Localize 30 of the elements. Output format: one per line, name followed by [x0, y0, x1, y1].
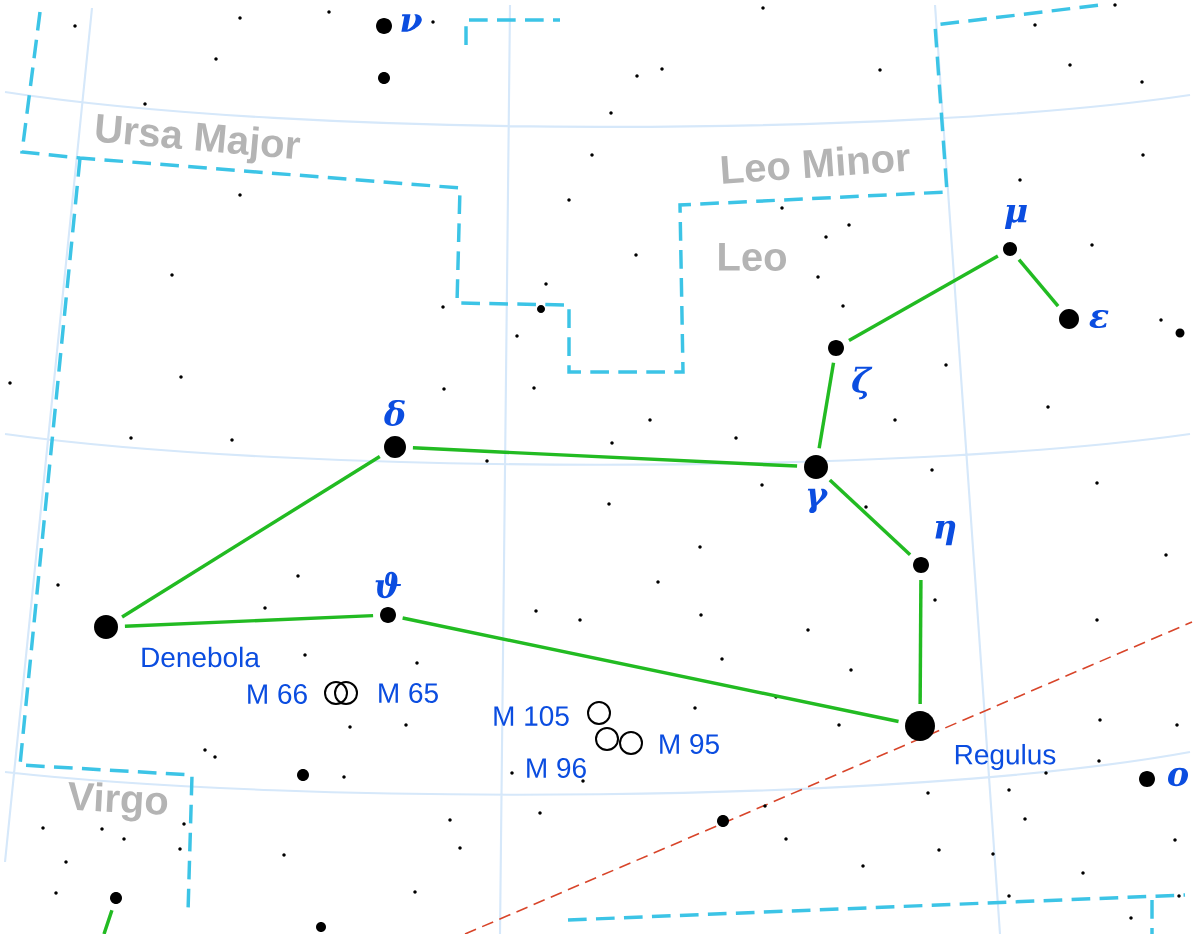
- star-letter: ν: [401, 14, 422, 32]
- constellation-name: Virgo: [68, 782, 168, 822]
- object-label: M 66: [248, 684, 307, 704]
- constellation-line: [918, 579, 923, 705]
- constellation-line: [412, 446, 798, 468]
- star-letter: η: [935, 520, 956, 546]
- constellation-name: Leo: [719, 243, 786, 271]
- object-label: M 95: [660, 734, 719, 754]
- constellation-line: [817, 362, 836, 449]
- object-label: M 105: [494, 706, 569, 726]
- constellation-line: [121, 455, 381, 619]
- star-letter: ο: [1168, 767, 1189, 787]
- constellation-line: [402, 616, 899, 724]
- star-name: Regulus: [955, 743, 1056, 771]
- constellation-name: Ursa Major: [96, 114, 301, 164]
- star-name: Denebola: [142, 646, 260, 668]
- object-label: M 96: [527, 758, 586, 778]
- star-letter: ε: [1089, 310, 1109, 328]
- constellation-line: [102, 909, 114, 934]
- star-letter: ζ: [852, 366, 873, 400]
- constellation-line: [1017, 258, 1060, 308]
- star-letter: μ: [1004, 204, 1027, 230]
- constellation-name: Leo Minor: [721, 146, 910, 184]
- star-letter: γ: [807, 488, 828, 514]
- constellation-line: [124, 613, 374, 628]
- constellation-line: [848, 254, 999, 343]
- star-letter: δ: [384, 400, 405, 426]
- object-label: M 65: [379, 683, 438, 703]
- star-letter: ϑ: [375, 571, 401, 599]
- constellation-line: [828, 478, 912, 557]
